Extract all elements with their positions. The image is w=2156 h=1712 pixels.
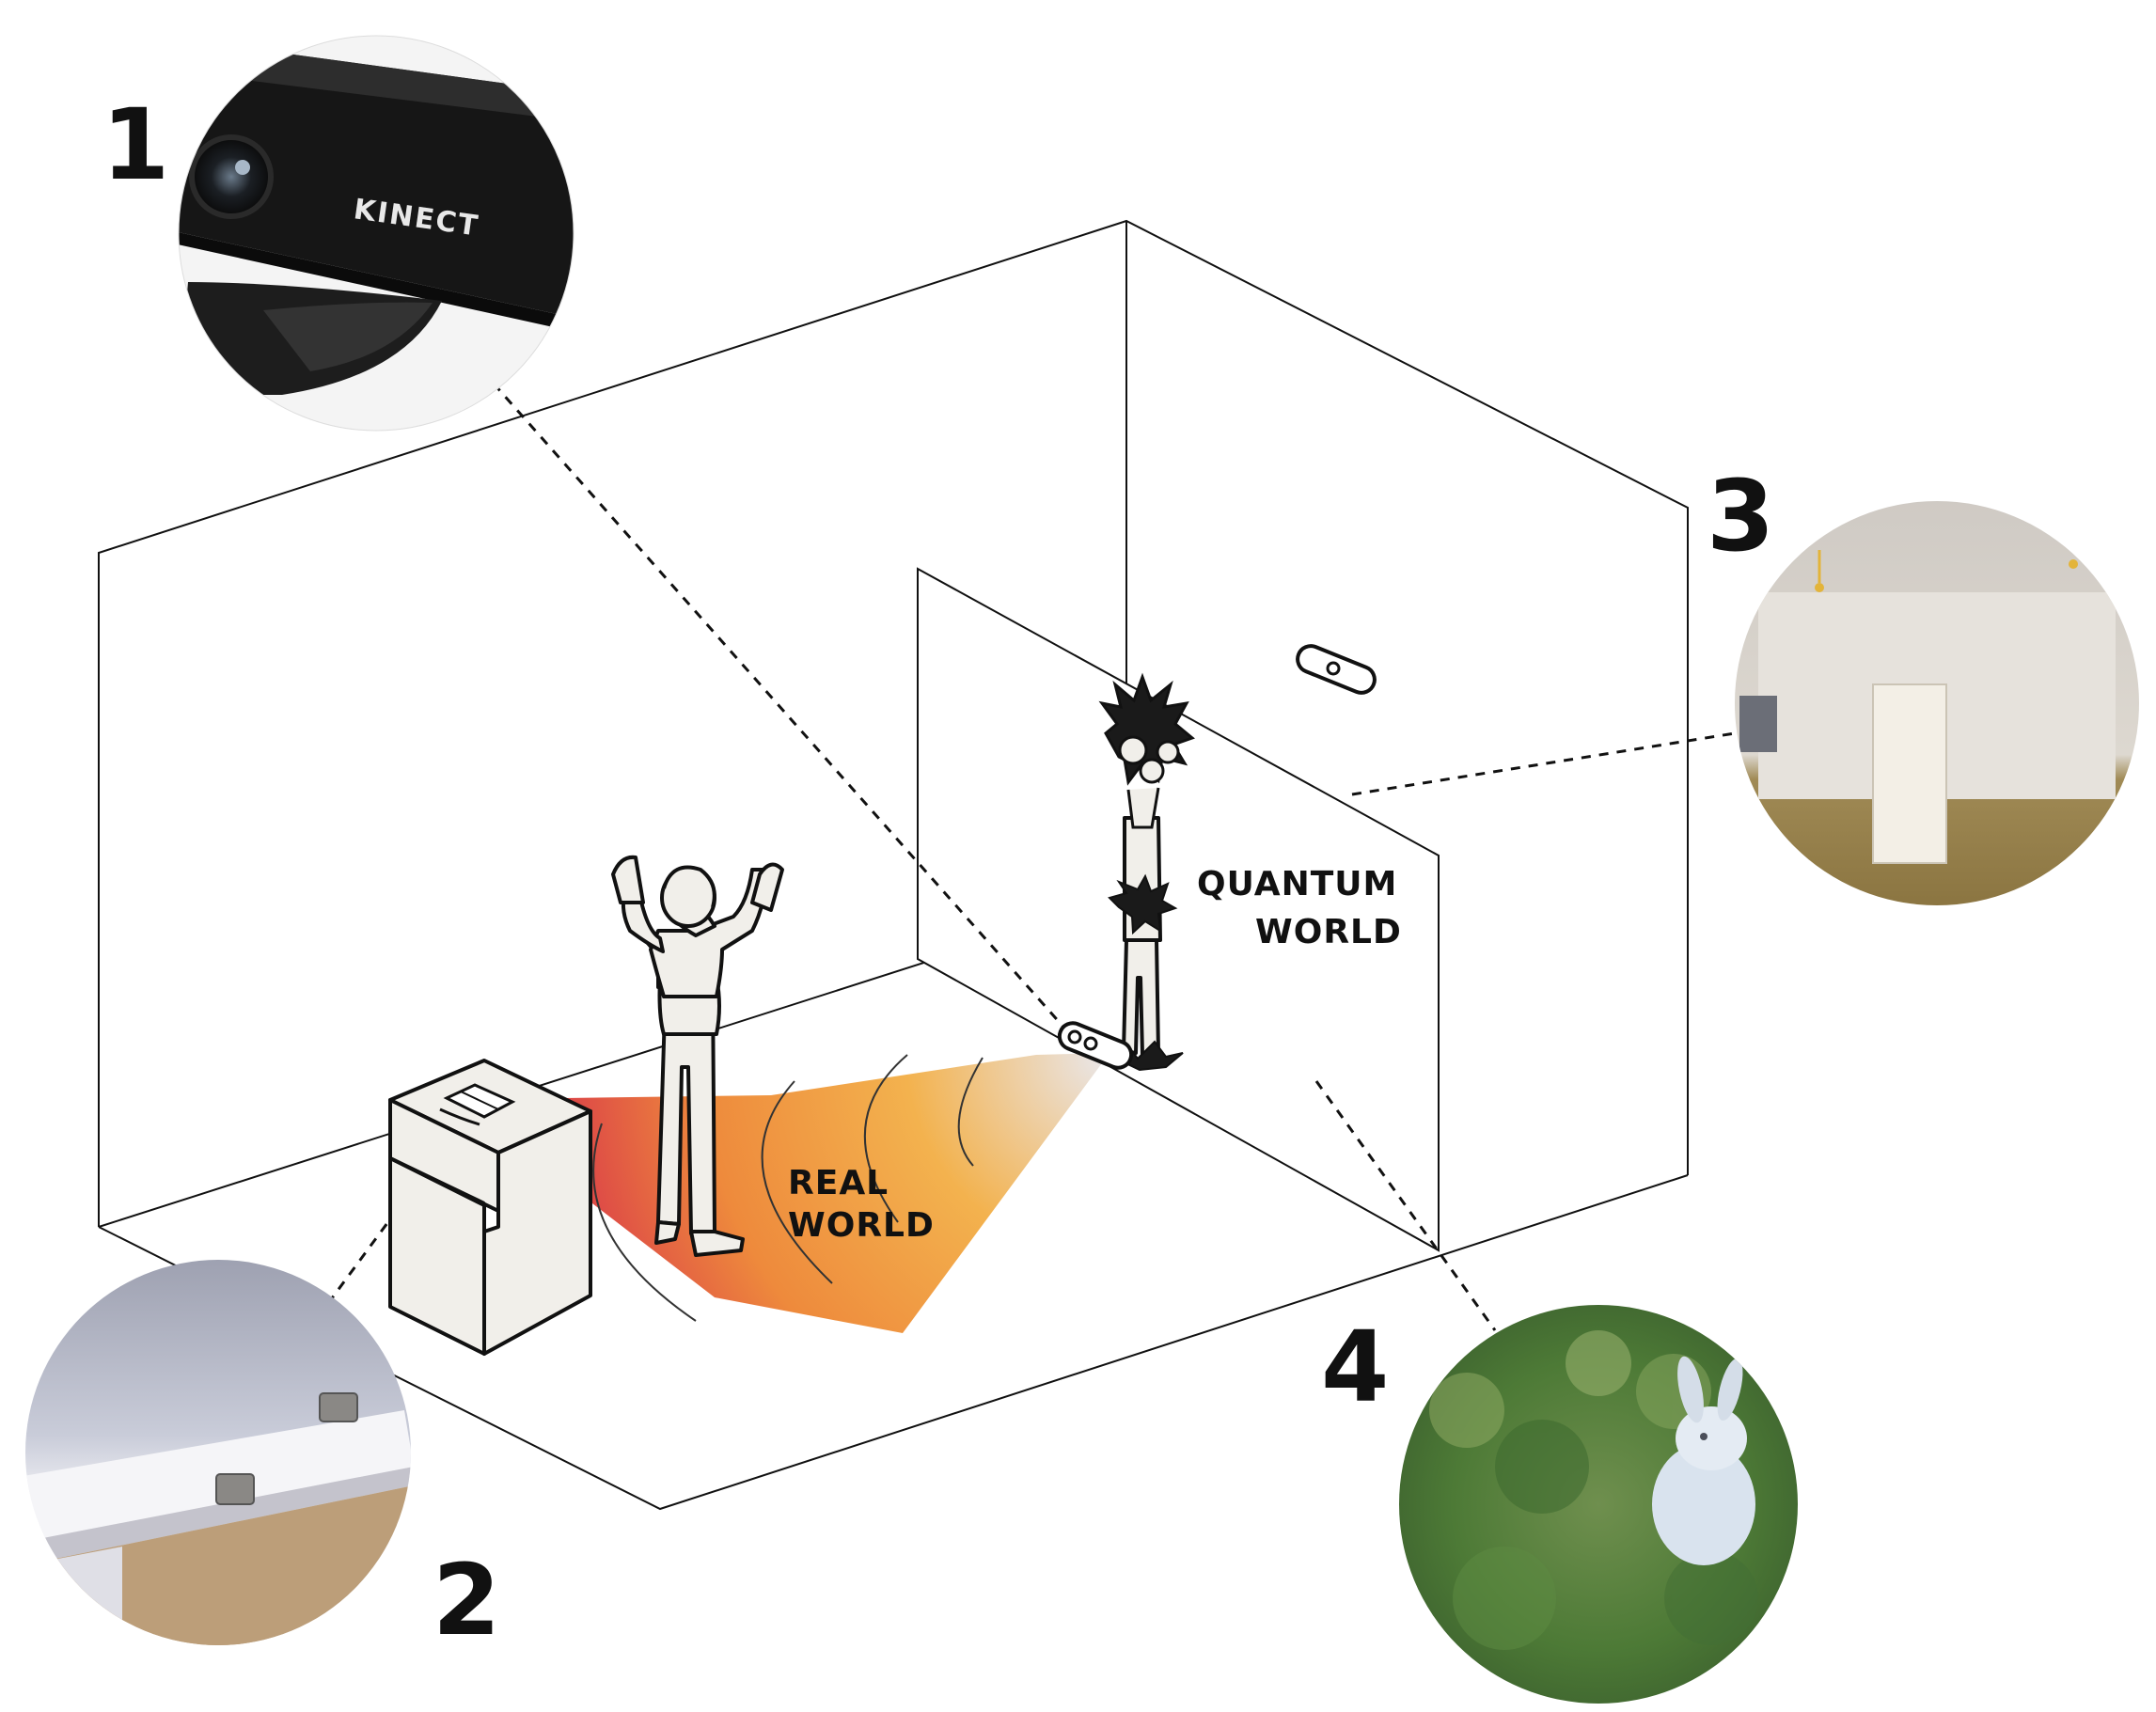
magnet-1 [319, 1392, 358, 1422]
callout-number-3: 3 [1707, 459, 1774, 573]
real-world-label-line1: REAL [788, 1164, 889, 1202]
real-world-label-line2: WORLD [788, 1206, 935, 1245]
quantum-world-label-line1: QUANTUM [1197, 865, 1397, 903]
kinect-sensor-photo: KINECT [178, 35, 574, 432]
kinect-sensor-ceiling [1296, 644, 1377, 695]
podium-magnets-photo [25, 1260, 411, 1645]
kinect-sensor-floor [1057, 1021, 1134, 1070]
book-icon [439, 1083, 516, 1126]
callout-number-2: 2 [433, 1543, 500, 1657]
kinect-camera-lens [189, 134, 274, 219]
quantum-world-label-line2: WORLD [1255, 913, 1402, 951]
podium [388, 1059, 592, 1356]
room-setup-photo [1735, 501, 2139, 905]
projected-rabbit-photo [1399, 1305, 1798, 1704]
rabbit-icon [1652, 1356, 1755, 1565]
photo-podium [1872, 683, 1947, 864]
projection-screen [917, 567, 1440, 1252]
person-figure [611, 855, 784, 1257]
callout-number-4: 4 [1321, 1310, 1389, 1424]
magnet-2 [215, 1473, 255, 1505]
quantum-figure [1098, 672, 1195, 1072]
callout-number-1: 1 [102, 87, 169, 202]
